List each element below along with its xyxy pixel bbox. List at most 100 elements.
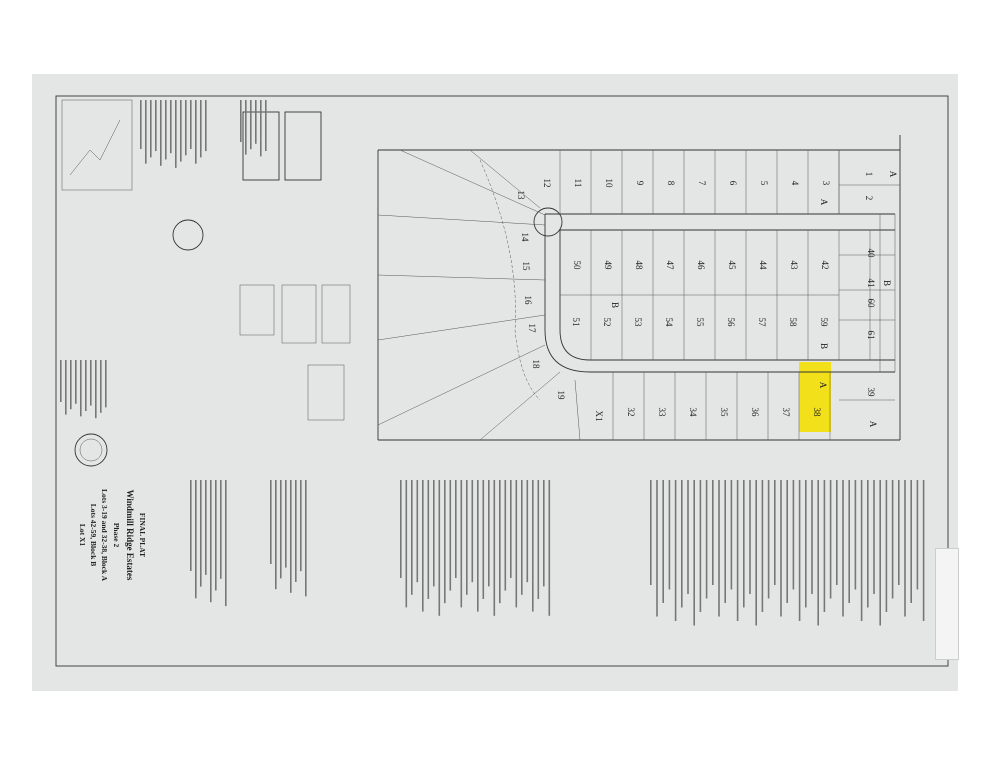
lot-label[interactable]: 42 bbox=[820, 261, 830, 270]
lot-label[interactable]: 1 bbox=[864, 172, 874, 177]
lot-label[interactable]: 47 bbox=[665, 261, 675, 271]
block-label: A bbox=[818, 382, 828, 389]
lot-label[interactable]: 60 bbox=[866, 299, 876, 309]
lot-label[interactable]: 56 bbox=[726, 318, 736, 328]
text-line bbox=[285, 480, 287, 568]
lot-label[interactable]: 9 bbox=[635, 181, 645, 186]
text-line bbox=[873, 480, 875, 594]
lot-label[interactable]: 15 bbox=[521, 262, 531, 272]
text-line bbox=[150, 100, 152, 158]
text-line bbox=[532, 480, 534, 612]
lot-label[interactable]: 12 bbox=[542, 179, 552, 188]
text-line bbox=[786, 480, 788, 603]
text-line bbox=[699, 480, 702, 612]
highlighted-lot-38[interactable] bbox=[799, 362, 831, 432]
lot-label[interactable]: 48 bbox=[634, 261, 644, 271]
lot-label[interactable]: 33 bbox=[657, 408, 667, 418]
text-line bbox=[205, 480, 207, 575]
text-line bbox=[885, 480, 888, 612]
text-line bbox=[90, 360, 92, 406]
text-line bbox=[225, 480, 227, 607]
lot-label[interactable]: 11 bbox=[573, 179, 583, 188]
text-line bbox=[668, 480, 671, 590]
text-line bbox=[879, 480, 881, 626]
lot-label[interactable]: 36 bbox=[750, 408, 760, 418]
lot-label[interactable]: 13 bbox=[516, 191, 526, 201]
text-line bbox=[85, 360, 87, 411]
text-line bbox=[730, 480, 733, 590]
block-label: A bbox=[819, 199, 829, 206]
lot-label[interactable]: 49 bbox=[603, 261, 613, 271]
lot-label[interactable]: 59 bbox=[819, 318, 829, 328]
lot-label[interactable]: 10 bbox=[604, 179, 614, 189]
block-label: A bbox=[868, 421, 878, 428]
text-line bbox=[767, 480, 770, 599]
lot-labels: 3456789101112131415161718194243444546474… bbox=[516, 171, 898, 428]
text-line bbox=[300, 480, 302, 572]
lot-label[interactable]: 46 bbox=[696, 261, 706, 271]
lot-label[interactable]: 35 bbox=[719, 408, 729, 418]
text-line bbox=[805, 480, 807, 608]
lot-label[interactable]: 45 bbox=[727, 261, 737, 271]
lot-label[interactable]: 17 bbox=[527, 324, 537, 334]
text-line bbox=[165, 100, 167, 160]
lot-label[interactable]: 58 bbox=[788, 318, 798, 328]
title-lots-b: Lots 42-59, Block B bbox=[89, 504, 98, 567]
text-line bbox=[265, 100, 267, 151]
lot-label[interactable]: 43 bbox=[789, 261, 799, 271]
text-line bbox=[175, 100, 177, 168]
text-line bbox=[836, 480, 838, 585]
text-line bbox=[515, 480, 518, 608]
lot-label[interactable]: 14 bbox=[520, 233, 530, 243]
text-line bbox=[195, 480, 197, 599]
lot-label[interactable]: 55 bbox=[695, 318, 705, 328]
lot-label[interactable]: 50 bbox=[572, 261, 582, 271]
lot-label[interactable]: 6 bbox=[728, 181, 738, 186]
text-line bbox=[705, 480, 708, 599]
lot-label[interactable]: 37 bbox=[781, 408, 791, 418]
lot-label[interactable]: 44 bbox=[758, 261, 768, 271]
text-line bbox=[662, 480, 664, 603]
text-line bbox=[650, 480, 652, 585]
block-label: B bbox=[882, 280, 892, 286]
lot-label[interactable]: 2 bbox=[864, 196, 874, 201]
text-line bbox=[693, 480, 695, 626]
lot-label[interactable]: 3 bbox=[821, 181, 831, 186]
sheet-border bbox=[55, 95, 949, 667]
text-line bbox=[250, 100, 252, 150]
text-line bbox=[155, 100, 157, 152]
text-line bbox=[416, 480, 419, 583]
text-line bbox=[860, 480, 863, 621]
lot-label[interactable]: 39 bbox=[866, 388, 876, 398]
lot-label[interactable]: 32 bbox=[626, 408, 636, 417]
lot-label[interactable]: 40 bbox=[866, 249, 876, 259]
lot-label[interactable]: 54 bbox=[664, 318, 674, 328]
lot-label[interactable]: 57 bbox=[757, 318, 767, 328]
lot-label[interactable]: 52 bbox=[602, 318, 612, 327]
lot-label[interactable]: 34 bbox=[688, 408, 698, 418]
lot-label[interactable]: 53 bbox=[633, 318, 643, 328]
text-line bbox=[444, 480, 446, 604]
text-line bbox=[842, 480, 844, 617]
lot-label[interactable]: 51 bbox=[571, 318, 581, 327]
text-line bbox=[240, 100, 242, 142]
lot-label[interactable]: X1 bbox=[594, 411, 604, 422]
lot-label[interactable]: 61 bbox=[866, 331, 876, 340]
lot-label[interactable]: 19 bbox=[556, 391, 566, 401]
text-line bbox=[260, 100, 262, 157]
text-line bbox=[105, 360, 107, 408]
title-block: FINAL PLAT Windmill Ridge Estates Phase … bbox=[78, 489, 147, 582]
text-line bbox=[95, 360, 97, 419]
surveyor-seal bbox=[172, 219, 204, 251]
lot-label[interactable]: 38 bbox=[812, 408, 822, 418]
lot-label[interactable]: 8 bbox=[666, 181, 676, 186]
lot-label[interactable]: 5 bbox=[759, 181, 769, 186]
lot-label[interactable]: 18 bbox=[531, 360, 541, 370]
lot-label[interactable]: 16 bbox=[523, 296, 533, 306]
block-label: A bbox=[888, 171, 898, 178]
lot-label[interactable]: 41 bbox=[866, 279, 876, 288]
text-line bbox=[245, 100, 247, 155]
text-line bbox=[718, 480, 720, 617]
lot-label[interactable]: 7 bbox=[697, 181, 707, 186]
lot-label[interactable]: 4 bbox=[790, 181, 800, 186]
